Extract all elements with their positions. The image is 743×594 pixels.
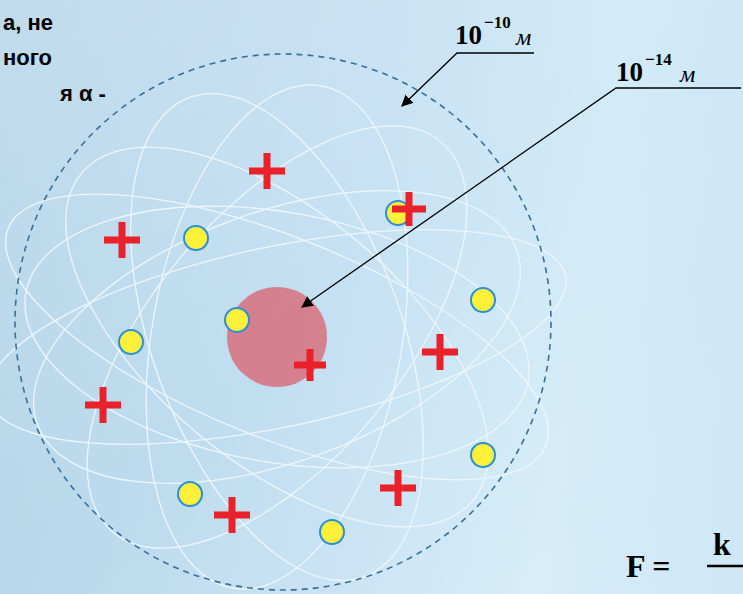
formula-lhs: F = [626,548,671,585]
dimension-unit: м [516,24,531,52]
leader-lines [302,53,741,307]
dimension-base: 10 [616,57,643,88]
formula-numerator: k [713,526,731,563]
nucleus [227,287,327,387]
orbits [0,55,584,594]
dimension-exponent: −14 [645,50,672,70]
dimension-unit: м [680,61,695,89]
electrons [119,201,495,544]
caption-fragment: я α - [60,81,106,106]
atom-boundary [15,54,551,590]
dimension-exponent: −10 [484,13,511,33]
caption-fragment: а, не [3,10,53,35]
positive-charges [85,153,458,533]
dimension-base: 10 [455,20,482,51]
fraction-bar [707,565,743,568]
caption-fragment: ного [3,45,52,70]
